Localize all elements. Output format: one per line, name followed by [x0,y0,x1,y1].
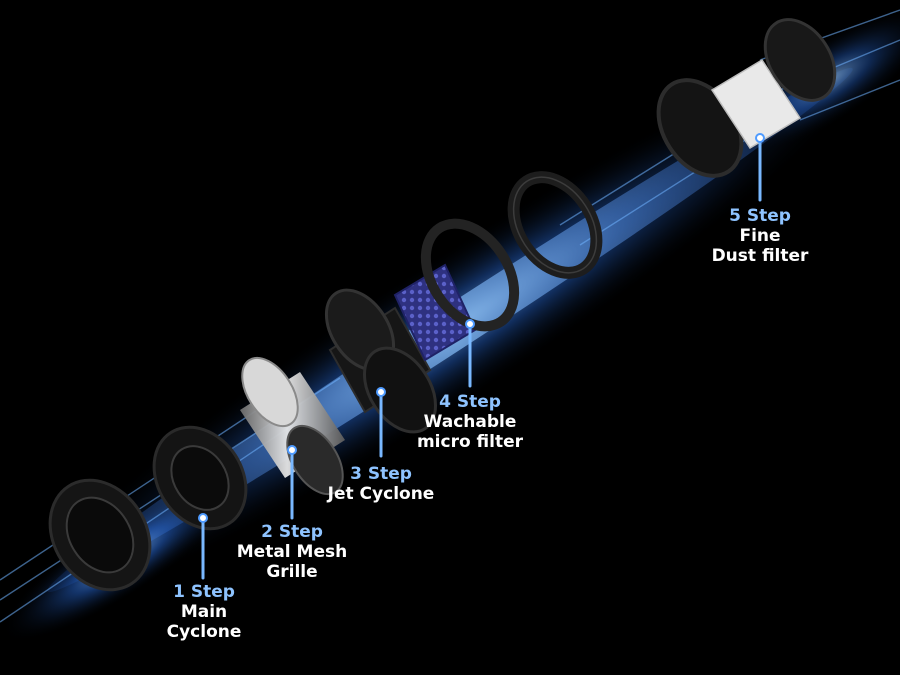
step-5-desc-line2: Dust filter [711,246,809,267]
step-5-number: 5 Step [729,206,791,226]
callout-step-5: 5 Step Fine Dust filter [700,206,820,266]
tip-step-2 [287,445,297,455]
washable-micro-filter-part [393,218,520,362]
step-5-desc-line1: Fine [739,226,781,247]
step-3-number: 3 Step [350,464,412,484]
tip-step-5 [755,133,765,143]
step-2-number: 2 Step [261,522,323,542]
step-2-desc-line1: Metal Mesh [236,542,348,563]
tip-step-3 [376,387,386,397]
callout-step-1: 1 Step Main Cyclone [148,582,260,642]
step-3-desc-line1: Jet Cyclone [327,484,435,505]
step-4-desc-line2: micro filter [416,432,524,453]
step-4-number: 4 Step [439,392,501,412]
metal-mesh-grille-part [240,356,345,496]
main-cyclone-part [48,425,248,592]
fine-dust-filter-part [656,18,837,178]
step-4-desc-line1: Wachable [423,412,517,433]
callout-step-4: 4 Step Wachable micro filter [405,392,535,452]
callout-tips [198,133,765,523]
tip-step-1 [198,513,208,523]
callout-leaders [201,138,762,580]
callout-step-2: 2 Step Metal Mesh Grille [232,522,352,582]
step-2-desc-line2: Grille [266,562,318,583]
tip-step-4 [465,319,475,329]
step-1-desc-line1: Main [180,602,228,623]
callout-step-3: 3 Step Jet Cyclone [316,464,446,504]
step-1-desc-line2: Cyclone [166,622,242,643]
housing-ring-part [507,171,603,279]
step-1-number: 1 Step [173,582,235,602]
